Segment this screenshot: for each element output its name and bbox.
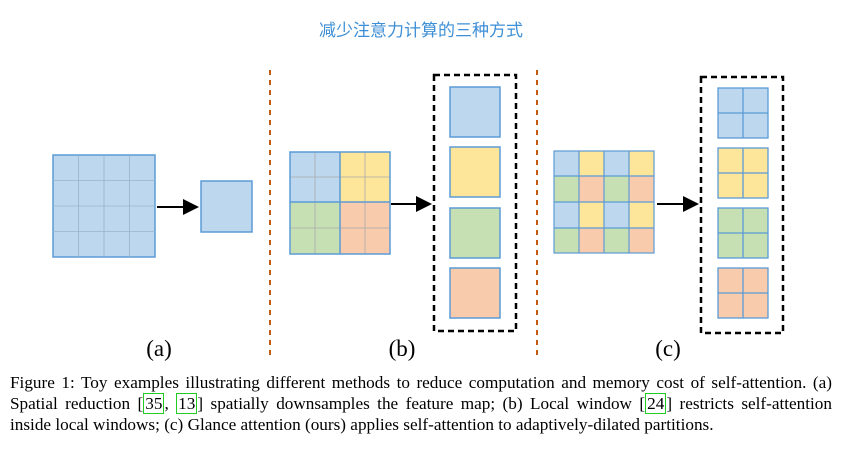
panel-label-b: (b)	[389, 336, 416, 361]
citation-separator: ,	[164, 394, 177, 413]
panel-a-feature-map	[52, 154, 156, 258]
panel-c-partitions-box	[699, 75, 785, 335]
figure-diagram: (a) (b) (c)	[52, 70, 785, 361]
panel-a-downsampled-map	[200, 180, 253, 233]
panel-c-feature-map	[553, 150, 655, 254]
caption-part-3: restricts self-attention inside local wi…	[10, 394, 832, 434]
caption-part-2: spatially downsamples the feature map; (…	[203, 394, 640, 413]
panel-b-windows-box	[432, 73, 518, 333]
panel-label-c: (c)	[655, 336, 681, 361]
panel-b-feature-map	[289, 151, 391, 255]
panel-label-a: (a)	[146, 336, 172, 361]
chinese-annotation: 减少注意力计算的三种方式	[319, 21, 523, 41]
citation-link-13[interactable]: 13	[176, 393, 198, 414]
caption-part-1: Figure 1: Toy examples illustrating diff…	[10, 373, 832, 413]
figure-caption: Figure 1: Toy examples illustrating diff…	[10, 373, 832, 434]
citation-link-24[interactable]: 24	[645, 393, 667, 414]
citation-link-35[interactable]: 35	[143, 393, 165, 414]
